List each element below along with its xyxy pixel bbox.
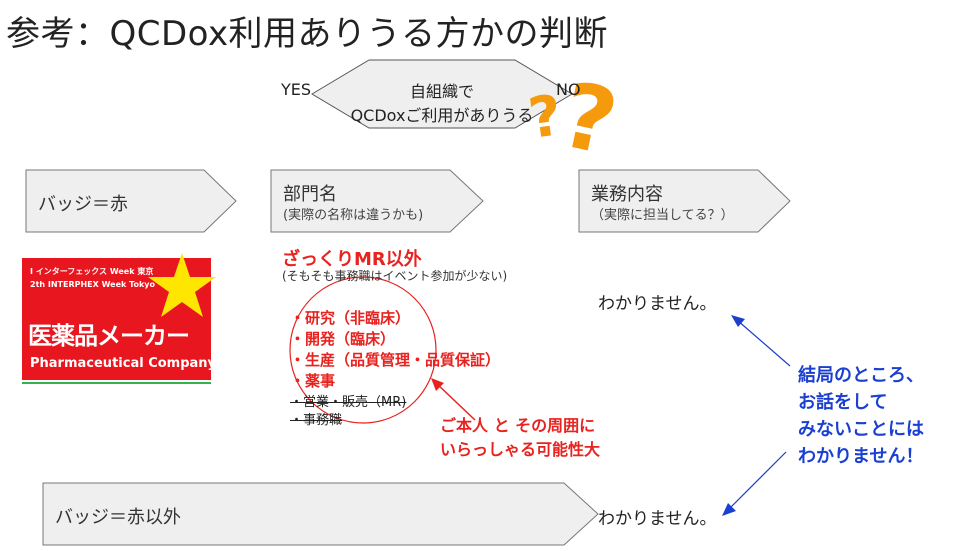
red-arrow [435, 382, 476, 421]
target-department-list: ・研究（非臨床） ・開発（臨床） ・生産（品質管理・品質保証） ・薬事 [290, 308, 500, 392]
badge-other-unknown-text: わかりません。 [598, 509, 717, 529]
decision-yes-label: YES [281, 80, 312, 99]
badge-other-label: バッジ＝赤以外 [55, 507, 181, 528]
blue-arrowhead-upper [731, 315, 745, 327]
red-arrowhead [431, 378, 444, 391]
decision-line1: 自組織で [409, 82, 474, 101]
decision-line2: QCDoxご利用がありうる [350, 106, 534, 125]
department-label: 部門名 [283, 184, 337, 205]
badge-main: 医薬品メーカー [28, 322, 190, 350]
callout-line2: いらっしゃる可能性大 [440, 440, 601, 459]
department-heading: ざっくりMR以外 [282, 249, 422, 270]
badge-red-label: バッジ＝赤 [38, 194, 128, 215]
list-item: ・薬事 [290, 372, 336, 390]
list-item: ・開発（臨床） [290, 330, 396, 348]
chevron-duties [578, 169, 791, 233]
chevron-badge-red [25, 169, 237, 233]
decision-no-label: NO [556, 80, 581, 99]
list-item: ・生産（品質管理・品質保証） [290, 351, 501, 369]
conclusion-text: 結局のところ、 お話をして みないことには わかりません！ [798, 362, 924, 470]
conclusion-line: みないことには [798, 419, 924, 440]
badge-underline [22, 382, 211, 384]
badge-line1: I インターフェックス Week 東京 [30, 267, 154, 276]
chevron-department [270, 169, 484, 233]
department-sublabel: (実際の名称は違うかも) [283, 208, 424, 223]
conclusion-line: お話をして [798, 392, 888, 413]
blue-arrow-upper [736, 319, 791, 367]
star-icon [148, 253, 216, 317]
list-item: ・営業・販売（MR) [290, 395, 407, 410]
duties-unknown-text: わかりません。 [598, 294, 717, 314]
conclusion-line: 結局のところ、 [798, 365, 924, 386]
callout-line1: ご本人 と その周囲に [440, 416, 596, 435]
department-note: (そもそも事務職はイベント参加が少ない) [282, 269, 508, 283]
badge-line2: 2th INTERPHEX Week Tokyo [30, 280, 156, 289]
badge-sub: Pharmaceutical Company [30, 356, 217, 371]
conclusion-line: わかりません！ [798, 446, 924, 467]
duties-sublabel: （実際に担当してる？） [591, 208, 734, 223]
chevron-badge-other [42, 482, 599, 546]
list-item: ・研究（非臨床） [290, 309, 411, 327]
blue-arrowhead-lower [722, 503, 736, 516]
target-circle [289, 276, 437, 424]
decision-diamond [311, 59, 573, 129]
page-title: 参考：QCDox利用ありうる方かの判断 [6, 14, 609, 54]
blue-arrow-lower [727, 451, 787, 511]
duties-label: 業務内容 [591, 184, 663, 205]
excluded-department-list: ・営業・販売（MR) ・事務職 [290, 394, 406, 430]
callout-text: ご本人 と その周囲に いらっしゃる可能性大 [440, 414, 600, 462]
list-item: ・事務職 [290, 413, 343, 428]
